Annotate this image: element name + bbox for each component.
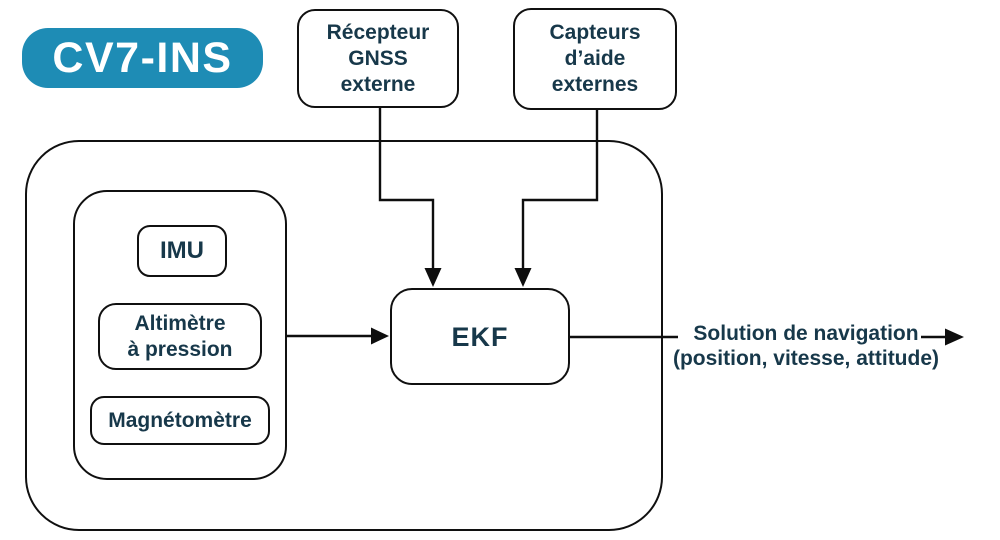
ekf-box: EKF	[390, 288, 570, 385]
aiding-sensors-box: Capteurs d’aide externes	[513, 8, 677, 110]
cv7-ins-badge: CV7-INS	[22, 28, 263, 88]
gnss-receiver-box: Récepteur GNSS externe	[297, 9, 459, 108]
magnetometer-box: Magnétomètre	[90, 396, 270, 445]
imu-box: IMU	[137, 225, 227, 277]
pressure-altimeter-box: Altimètre à pression	[98, 303, 262, 370]
navigation-output-label: Solution de navigation (position, vitess…	[672, 322, 940, 370]
ins-enclosure-container	[25, 140, 663, 531]
internal-sensors-group	[73, 190, 287, 480]
